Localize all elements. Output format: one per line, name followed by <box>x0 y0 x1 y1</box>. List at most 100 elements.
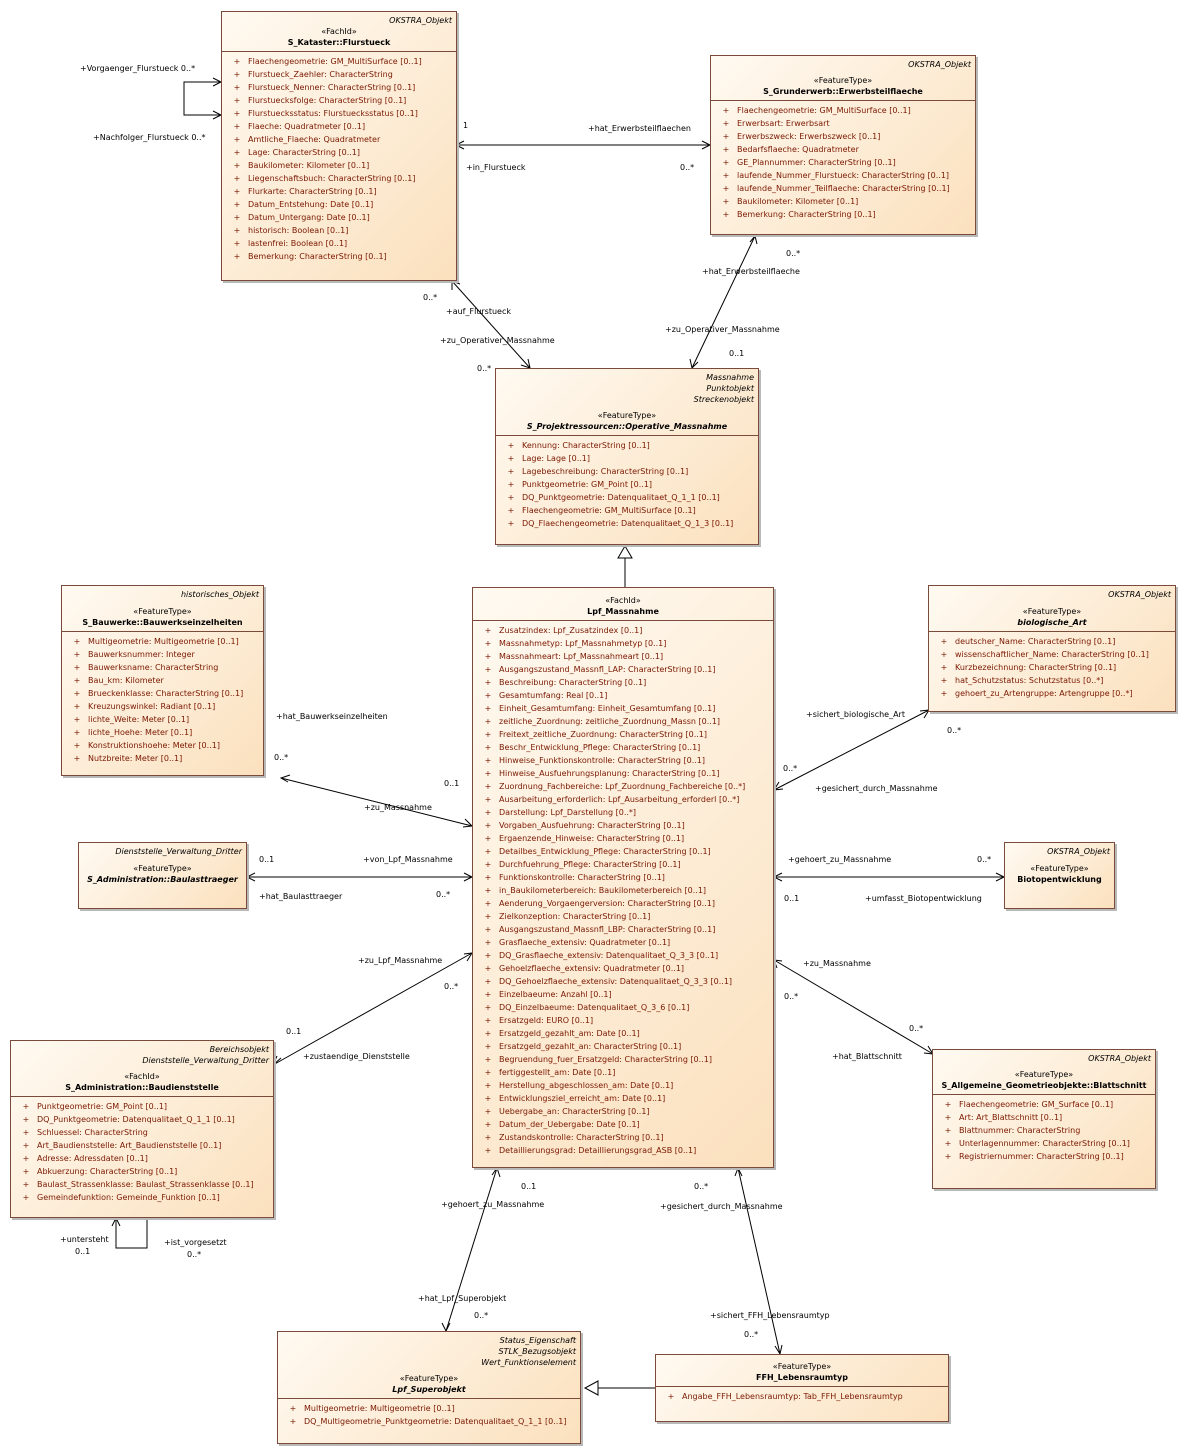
attribute-text: Flurstueck_Nenner: CharacterString [0..1… <box>248 83 416 92</box>
attribute-row: +Registriernummer: CharacterString [0..1… <box>937 1150 1151 1163</box>
class-bauwerkseinzelheiten[interactable]: historisches_Objekt «FeatureType» S_Bauw… <box>61 585 264 776</box>
role-label: +in_Flurstueck <box>466 163 526 172</box>
class-stereotype: «FeatureType» <box>597 411 657 420</box>
visibility-public-icon: + <box>233 148 241 157</box>
attribute-text: Bau_km: Kilometer <box>88 676 164 685</box>
multiplicity-label: 0..* <box>744 1330 759 1339</box>
attribute-text: Schluessel: CharacterString <box>37 1128 148 1137</box>
attribute-text: DQ_Punktgeometrie: Datenqualitaet_Q_1_1 … <box>522 493 720 502</box>
attribute-row: +Darstellung: Lpf_Darstellung [0..*] <box>477 806 769 819</box>
attribute-row: +Ersatzgeld_gezahlt_an: CharacterString … <box>477 1040 769 1053</box>
class-flurstueck[interactable]: OKSTRA_Objekt «FachId» S_Kataster::Flurs… <box>221 11 457 281</box>
assoc-bauwerk-lpf <box>280 777 473 827</box>
visibility-public-icon: + <box>22 1115 30 1124</box>
attribute-text: historisch: Boolean [0..1] <box>248 226 349 235</box>
attribute-row: +Baukilometer: Kilometer [0..1] <box>226 159 452 172</box>
attribute-row: +Erwerbsart: Erwerbsart <box>715 117 971 130</box>
visibility-public-icon: + <box>484 1107 492 1116</box>
class-operative-massnahme[interactable]: Massnahme Punktobjekt Streckenobjekt «Fe… <box>495 368 759 545</box>
multiplicity-label: 0..* <box>423 293 438 302</box>
attribute-text: GE_Plannummer: CharacterString [0..1] <box>737 158 896 167</box>
visibility-public-icon: + <box>484 925 492 934</box>
attribute-text: Beschr_Entwicklung_Pflege: CharacterStri… <box>499 743 701 752</box>
attribute-row: +Lagebeschreibung: CharacterString [0..1… <box>500 465 754 478</box>
class-biotopentwicklung[interactable]: OKSTRA_Objekt «FeatureType» Biotopentwic… <box>1004 842 1115 909</box>
attribute-text: Kreuzungswinkel: Radiant [0..1] <box>88 702 216 711</box>
class-name: Biotopentwicklung <box>1017 875 1102 884</box>
class-lpf-superobjekt[interactable]: Status_Eigenschaft STLK_Bezugsobjekt Wer… <box>277 1331 581 1444</box>
attribute-row: +Baukilometer: Kilometer [0..1] <box>715 195 971 208</box>
multiplicity-label: 0..* <box>680 163 695 172</box>
attribute-row: +Flurstueck_Nenner: CharacterString [0..… <box>226 81 452 94</box>
role-label: +gehoert_zu_Massnahme <box>441 1200 545 1209</box>
role-label: +umfasst_Biotopentwicklung <box>865 894 982 903</box>
attribute-row: +Entwicklungsziel_erreicht_am: Date [0..… <box>477 1092 769 1105</box>
attribute-row: +Erwerbszweck: Erwerbszweck [0..1] <box>715 130 971 143</box>
visibility-public-icon: + <box>484 756 492 765</box>
visibility-public-icon: + <box>73 650 81 659</box>
class-stereotype-list: historisches_Objekt <box>180 590 259 599</box>
attribute-row: +laufende_Nummer_Flurstueck: CharacterSt… <box>715 169 971 182</box>
attribute-row: +DQ_Punktgeometrie: Datenqualitaet_Q_1_1… <box>500 491 754 504</box>
visibility-public-icon: + <box>289 1404 297 1413</box>
class-baulasttraeger[interactable]: Dienststelle_Verwaltung_Dritter «Feature… <box>78 842 247 909</box>
class-stereotype-list: OKSTRA_Objekt <box>908 60 971 69</box>
class-ffh-lebensraumtyp[interactable]: «FeatureType» FFH_Lebensraumtyp +Angabe_… <box>655 1354 949 1422</box>
arrowhead <box>272 1055 282 1066</box>
attribute-row: +Angabe_FFH_Lebensraumtyp: Tab_FFH_Leben… <box>660 1390 944 1403</box>
class-biologische-art[interactable]: OKSTRA_Objekt «FeatureType» biologische_… <box>928 585 1176 712</box>
multiplicity-label: 0..1 <box>286 1027 302 1036</box>
visibility-public-icon: + <box>940 689 948 698</box>
class-stereotype-list: OKSTRA_Objekt <box>389 16 452 25</box>
class-erwerbsteilflaeche[interactable]: OKSTRA_Objekt «FeatureType» S_Grunderwer… <box>710 55 976 235</box>
multiplicity-label: 0..* <box>783 764 798 773</box>
attribute-row: +laufende_Nummer_Teilflaeche: CharacterS… <box>715 182 971 195</box>
visibility-public-icon: + <box>944 1100 952 1109</box>
attribute-row: +Abkuerzung: CharacterString [0..1] <box>15 1165 269 1178</box>
visibility-public-icon: + <box>289 1417 297 1426</box>
attribute-text: Multigeometrie: Multigeometrie [0..1] <box>88 637 239 646</box>
attribute-text: Registriernummer: CharacterString [0..1] <box>959 1152 1124 1161</box>
role-label: +Vorgaenger_Flurstueck 0..* <box>80 64 196 73</box>
attribute-text: Bemerkung: CharacterString [0..1] <box>737 210 876 219</box>
visibility-public-icon: + <box>233 122 241 131</box>
attribute-text: Massnahmetyp: Lpf_Massnahmetyp [0..1] <box>499 639 667 648</box>
visibility-public-icon: + <box>944 1126 952 1135</box>
attribute-row: +zeitliche_Zuordnung: zeitliche_Zuordnun… <box>477 715 769 728</box>
attribute-row: + Multigeometrie: Multigeometrie [0..1] <box>66 635 259 648</box>
multiplicity-label: 0..* <box>694 1182 709 1191</box>
attribute-row: +Gesamtumfang: Real [0..1] <box>477 689 769 702</box>
attribute-row: +Grasflaeche_extensiv: Quadratmeter [0..… <box>477 936 769 949</box>
attribute-text: Detaillierungsgrad: Detaillierungsgrad_A… <box>499 1146 697 1155</box>
visibility-public-icon: + <box>484 1120 492 1129</box>
class-baudienststelle[interactable]: Bereichsobjekt Dienststelle_Verwaltung_D… <box>10 1040 274 1218</box>
attribute-text: Entwicklungsziel_erreicht_am: Date [0..1… <box>499 1094 666 1103</box>
attribute-text: Flaeche: Quadratmeter [0..1] <box>248 122 366 131</box>
attribute-text: Unterlagennummer: CharacterString [0..1] <box>959 1139 1130 1148</box>
attribute-row: +Hinweise_Funktionskontrolle: CharacterS… <box>477 754 769 767</box>
attribute-text: Erwerbszweck: Erwerbszweck [0..1] <box>737 132 881 141</box>
attribute-row: +Begruendung_fuer_Ersatzgeld: CharacterS… <box>477 1053 769 1066</box>
attribute-text: Datum_Entstehung: Date [0..1] <box>248 200 374 209</box>
multiplicity-label: 0..* <box>786 249 801 258</box>
attribute-text: Beschreibung: CharacterString [0..1] <box>499 678 647 687</box>
class-lpf-massnahme[interactable]: «FachId» Lpf_Massnahme +Zusatzindex: Lpf… <box>472 587 774 1168</box>
class-blattschnitt[interactable]: OKSTRA_Objekt «FeatureType» S_Allgemeine… <box>932 1049 1156 1189</box>
visibility-public-icon: + <box>73 637 81 646</box>
visibility-public-icon: + <box>507 519 515 528</box>
assoc-erwerbsteilflaeche-operative <box>691 235 756 369</box>
assoc-baudienststelle-lpf <box>272 952 473 1066</box>
visibility-public-icon: + <box>233 70 241 79</box>
attribute-compartment: +deutscher_Name: CharacterString [0..1]+… <box>929 631 1175 702</box>
attribute-row: +lichte_Hoehe: Meter [0..1] <box>66 726 259 739</box>
attribute-compartment: + Zusatzindex: Lpf_Zusatzindex [0..1] + Mas… <box>473 620 773 1159</box>
visibility-public-icon: + <box>73 676 81 685</box>
class-stereotype: «FeatureType» <box>399 1374 459 1383</box>
visibility-public-icon: + <box>722 210 730 219</box>
assoc-flurstueck-self <box>183 81 221 116</box>
attribute-text: Zusatzindex: Lpf_Zusatzindex [0..1] <box>499 626 643 635</box>
visibility-public-icon: + <box>22 1180 30 1189</box>
role-label: +sichert_FFH_Lebensraumtyp <box>710 1311 830 1320</box>
visibility-public-icon: + <box>22 1102 30 1111</box>
attribute-text: Baulast_Strassenklasse: Baulast_Strassen… <box>37 1180 254 1189</box>
